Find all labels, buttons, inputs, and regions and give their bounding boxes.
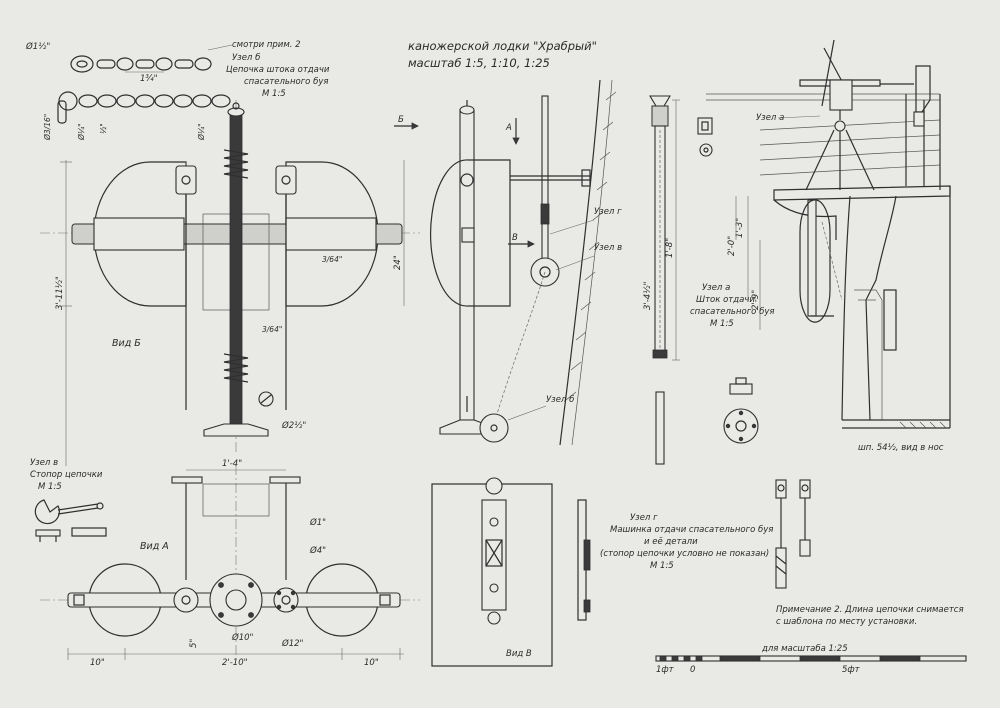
view-a-d12: Ø12"	[281, 638, 304, 649]
hull-dim-3: 2'-9"	[751, 290, 761, 310]
view-b: 3'-11½" 24" 3/64" 3/64" Ø2½" Вид Б	[40, 100, 420, 466]
chain-detail: Ø1½" смотри прим. 2 1¾" Узел б	[25, 40, 330, 141]
small-dim-2: Ø¼"	[77, 123, 86, 141]
title-line-2: масштаб 1:5, 1:10, 1:25	[408, 56, 550, 70]
shaft-base	[203, 423, 269, 437]
node-v-label-line-3: М 1:5	[38, 482, 62, 492]
view-b-caption: Вид Б	[112, 338, 141, 349]
view-a-top-dim: 1'-4"	[222, 459, 242, 469]
scale-bar-label-2: 5фт	[842, 665, 861, 675]
node-b-label-line-4: М 1:5	[262, 89, 286, 99]
node-g-label-line-5: М 1:5	[650, 561, 674, 571]
view-a-len-left: 10"	[90, 658, 105, 668]
small-dim-3: ½"	[99, 123, 108, 134]
view-b-pin-dim: Ø2½"	[281, 420, 306, 431]
node-a-label-line-4: М 1:5	[710, 319, 734, 329]
node-g-label-line-4: (стопор цепочки условно не показан)	[600, 549, 769, 559]
view-a-rod-dim-2: Ø4"	[309, 545, 326, 556]
view-a-rod-dim: Ø1"	[309, 517, 326, 528]
note-2: Примечание 2. Длина цепочки снимается с …	[776, 605, 964, 627]
view-a: 1'-4" Ø1" Ø4" Вид А 5" Ø10"	[40, 459, 420, 668]
view-a-len-right: 10"	[364, 658, 379, 668]
view-v-caption: Вид В	[506, 649, 532, 659]
chain-links-row-2	[78, 94, 231, 108]
node-b-label-line-2: Цепочка штока отдачи	[226, 65, 330, 75]
view-a-len-mid: 2'-10"	[222, 658, 248, 668]
title-line-1: каножерской лодки "Храбрый"	[408, 39, 597, 53]
node-v-label-line-2: Стопор цепочки	[30, 470, 103, 480]
view-a-left-small-dim: 5"	[189, 639, 199, 648]
station-label: шп. 54½, вид в нос	[858, 443, 944, 453]
release-machine-parts	[775, 479, 811, 589]
hull-node-a-top: Узел а	[756, 113, 784, 123]
right-float	[285, 161, 379, 307]
small-dim-4: Ø¼"	[197, 123, 206, 141]
release-rod-detail: 1'-8" 3'-4½"	[643, 95, 759, 465]
arrow-b-label: Б	[398, 115, 404, 125]
node-a-label-line-1: Узел а	[702, 283, 730, 293]
chain-reference-note: смотри прим. 2	[232, 40, 301, 50]
mid-node-v-label: Узел в	[594, 243, 622, 253]
scale-bar-label-0: 1фт	[656, 665, 675, 675]
middle-side-view: Б А В Узел г Узел в	[394, 79, 622, 446]
node-g-label-line-1: Узел г	[630, 513, 658, 523]
arrow-v-label: В	[512, 233, 518, 243]
view-b-right-dim: 24"	[393, 255, 403, 270]
hull-dim-1: 1'-3"	[735, 218, 745, 238]
chain-diameter-label: Ø1½"	[25, 41, 50, 52]
chain-links-row-1	[96, 57, 212, 71]
hull-dim-2: 2'-0"	[727, 236, 737, 256]
sheet-title: каножерской лодки "Храбрый" масштаб 1:5,…	[408, 39, 597, 70]
arrow-a-label: А	[505, 123, 512, 133]
node-b-label-line-1: Узел б	[232, 53, 260, 63]
note-line-2: с шаблона по месту установки.	[776, 617, 917, 627]
chain-pitch-label: 1¾"	[140, 74, 158, 84]
small-dim-1: Ø3/16"	[43, 114, 52, 141]
view-a-d10: Ø10"	[231, 632, 254, 643]
view-b-fraction-2: 3/64"	[262, 325, 282, 334]
view-b-fraction-1: 3/64"	[322, 255, 342, 264]
view-v-release-machine: Вид В	[431, 477, 591, 667]
node-g-label: Узел г Машинка отдачи спасательного буя …	[600, 513, 773, 571]
rod-dim-2: 3'-4½"	[643, 282, 653, 310]
node-g-label-line-3: и её детали	[644, 537, 698, 547]
mid-node-g-label: Узел г	[594, 207, 622, 217]
node-g-label-line-2: Машинка отдачи спасательного буя	[610, 525, 773, 535]
scale-bar-title: для масштаба 1:25	[761, 644, 848, 654]
node-b-label-line-3: спасательного буя	[244, 77, 328, 87]
note-line-1: Примечание 2. Длина цепочки снимается	[776, 605, 964, 615]
mid-node-b-label: Узел б	[546, 395, 574, 405]
node-v-stopper: Узел в Стопор цепочки М 1:5	[30, 458, 107, 542]
view-b-height-dim: 3'-11½"	[55, 276, 65, 310]
node-a-label-line-3: спасательного буя	[690, 307, 774, 317]
hull-section-view: Узел а 1'-3" 2'-0" 2'-9" Узел а Шток отд…	[690, 39, 951, 453]
rod-dim-1: 1'-8"	[665, 238, 675, 258]
view-a-caption: Вид А	[140, 541, 169, 552]
node-v-label-line-1: Узел в	[30, 458, 58, 468]
scale-bar: для масштаба 1:25 1фт 0 5фт	[655, 644, 967, 675]
scale-bar-label-1: 0	[690, 665, 695, 675]
node-a-label-line-2: Шток отдачи	[696, 295, 755, 305]
